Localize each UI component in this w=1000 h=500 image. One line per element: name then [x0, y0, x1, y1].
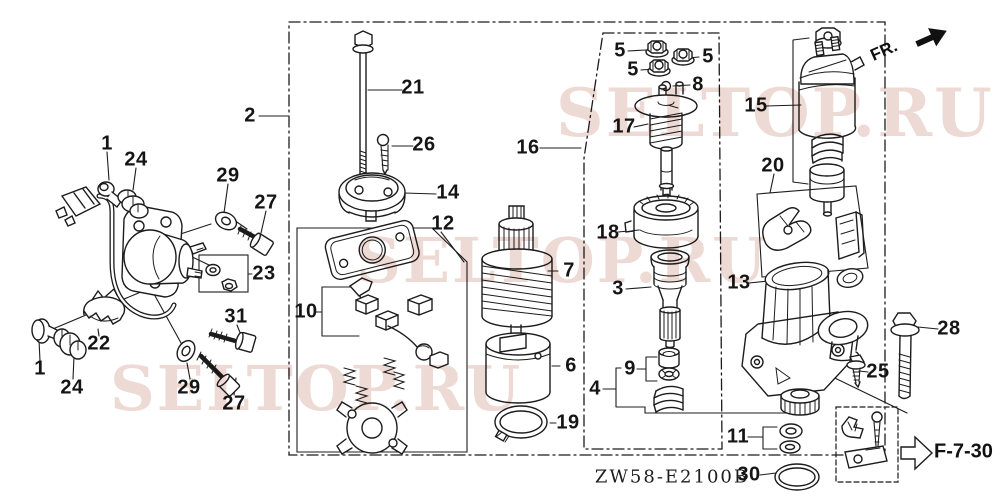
drawing-yoke-6 [485, 332, 551, 404]
drawing-grommet-1-top [97, 181, 123, 209]
drawing-bolt-28 [890, 312, 920, 400]
part-callout-28: 28 [937, 317, 961, 340]
drawing-harness-connector [55, 186, 102, 227]
drawing-oring-19 [494, 405, 548, 443]
drawing-wire-clip-22 [83, 287, 126, 325]
drawing-armature-7 [481, 205, 553, 345]
drawing-nut-5-b [671, 48, 695, 66]
part-callout-30: 30 [737, 463, 761, 486]
drawing-bushing-24-top [117, 189, 149, 219]
part-callout-7: 7 [563, 259, 575, 282]
drawing-clutch-18 [624, 193, 699, 249]
part-callout-5: 5 [627, 58, 639, 81]
drawing-shift-fork-20 [762, 207, 812, 251]
part-callout-1: 1 [101, 132, 113, 155]
drawing-oring-30 [774, 463, 820, 491]
drawing-washer-29-bottom [176, 339, 196, 363]
drawing-end-cap-14 [338, 172, 406, 222]
drawing-through-bolt-21 [352, 30, 374, 181]
part-callout-5: 5 [614, 39, 626, 62]
drawing-spring-4 [653, 385, 684, 413]
assembly-box-f730 [835, 406, 899, 483]
part-callout-24: 24 [60, 376, 84, 399]
drawing-nut-5-a [645, 40, 669, 58]
part-callout-14: 14 [436, 181, 460, 204]
part-callout-4: 4 [589, 377, 601, 400]
drawing-screw-25 [846, 354, 866, 389]
drawing-pinion-shaft-17 [634, 81, 698, 199]
diagram-code: ZW58-E2100B [594, 466, 750, 488]
drawing-bolt-31 [208, 328, 257, 353]
part-callout-20: 20 [761, 154, 785, 177]
drawing-cable-clamp-parts [841, 411, 888, 469]
drawing-bolt-27-bottom [196, 351, 241, 397]
drawing-idler-gear [780, 388, 820, 416]
part-callout-17: 17 [612, 115, 636, 138]
part-callout-11: 11 [726, 425, 750, 448]
drawing-brush-holder-assy-10 [336, 277, 449, 455]
drawing-washer-29-top [214, 211, 238, 231]
part-callout-16: 16 [516, 136, 540, 159]
part-callout-3: 3 [612, 277, 624, 300]
drawing-bushing-24-bottom [53, 328, 87, 360]
assembly-box-16 [583, 32, 723, 450]
part-callout-18: 18 [596, 221, 620, 244]
part-callout-29: 29 [177, 376, 201, 399]
part-callout-27: 27 [254, 191, 278, 214]
part-callout-29: 29 [216, 164, 240, 187]
drawing-spring-seat-9 [658, 347, 680, 381]
drawing-gasket-12 [324, 219, 420, 281]
drawing-nut-washer-23 [205, 263, 238, 292]
part-callout-19: 19 [556, 411, 580, 434]
drawing-starter-relay [123, 229, 207, 285]
part-callout-9: 9 [624, 357, 636, 380]
watermark: SELTOP.RU [110, 352, 523, 425]
drawing-nut-5-c [647, 59, 671, 77]
part-callout-1: 1 [34, 357, 46, 380]
drawing-solenoid-spring [811, 133, 844, 164]
f730-arrow-icon [900, 435, 934, 471]
fr-arrow-icon [915, 28, 947, 47]
drawing-cushion-20 [835, 211, 865, 289]
part-callout-26: 26 [412, 133, 436, 156]
part-callout-27: 27 [222, 392, 246, 415]
part-callout-24: 24 [124, 148, 148, 171]
drawing-screw-26 [376, 133, 390, 176]
part-callout-12: 12 [431, 212, 455, 235]
frame-reference-label: F-7-30 [934, 440, 993, 463]
watermark: SELTOP.RU [356, 224, 769, 297]
part-callout-21: 21 [401, 76, 425, 99]
part-callout-8: 8 [692, 73, 704, 96]
drawing-clutch-shaft-3 [650, 249, 690, 349]
part-callout-23: 23 [252, 262, 276, 285]
part-callout-31: 31 [224, 305, 248, 328]
part-callout-15: 15 [744, 94, 768, 117]
part-callout-25: 25 [866, 360, 890, 383]
drawing-washers-11 [779, 423, 803, 454]
drawing-bolt-27-top [237, 225, 274, 256]
sub-box-20 [756, 185, 869, 278]
drawing-solenoid-15 [798, 35, 865, 139]
part-callout-22: 22 [87, 332, 111, 355]
drawing-solenoid-plunger [809, 163, 845, 217]
part-callout-5: 5 [702, 45, 714, 68]
part-callout-6: 6 [565, 354, 577, 377]
part-callout-10: 10 [294, 300, 318, 323]
part-callout-13: 13 [727, 271, 751, 294]
watermark: SELTOP.RU [556, 74, 994, 152]
part-callout-2: 2 [244, 104, 256, 127]
